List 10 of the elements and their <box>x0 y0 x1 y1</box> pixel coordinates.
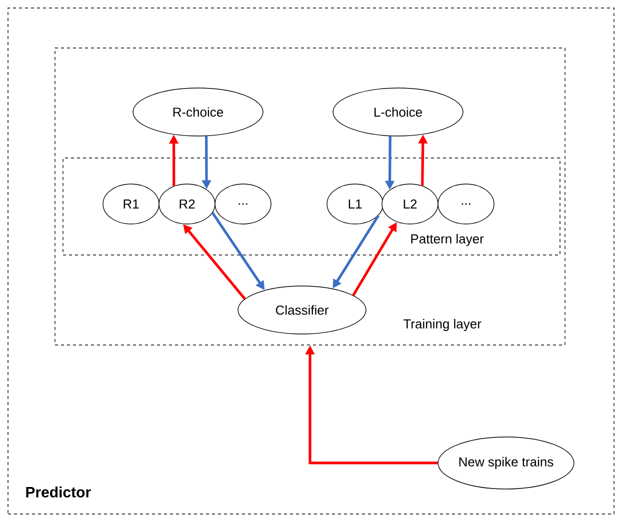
ellipse-node: New spike trains <box>438 436 574 490</box>
ellipse-node: R1 <box>102 184 160 224</box>
ellipse-node: L-choice <box>332 88 464 136</box>
ellipse-node: ... <box>438 184 494 224</box>
ellipse-node: Classifier <box>238 286 366 334</box>
ellipse-node: R2 <box>158 184 216 224</box>
ellipse-node: R-choice <box>132 88 264 136</box>
ellipse-node: L2 <box>382 184 438 224</box>
ellipse-node: L1 <box>326 184 384 224</box>
ellipse-node: ... <box>214 184 272 224</box>
